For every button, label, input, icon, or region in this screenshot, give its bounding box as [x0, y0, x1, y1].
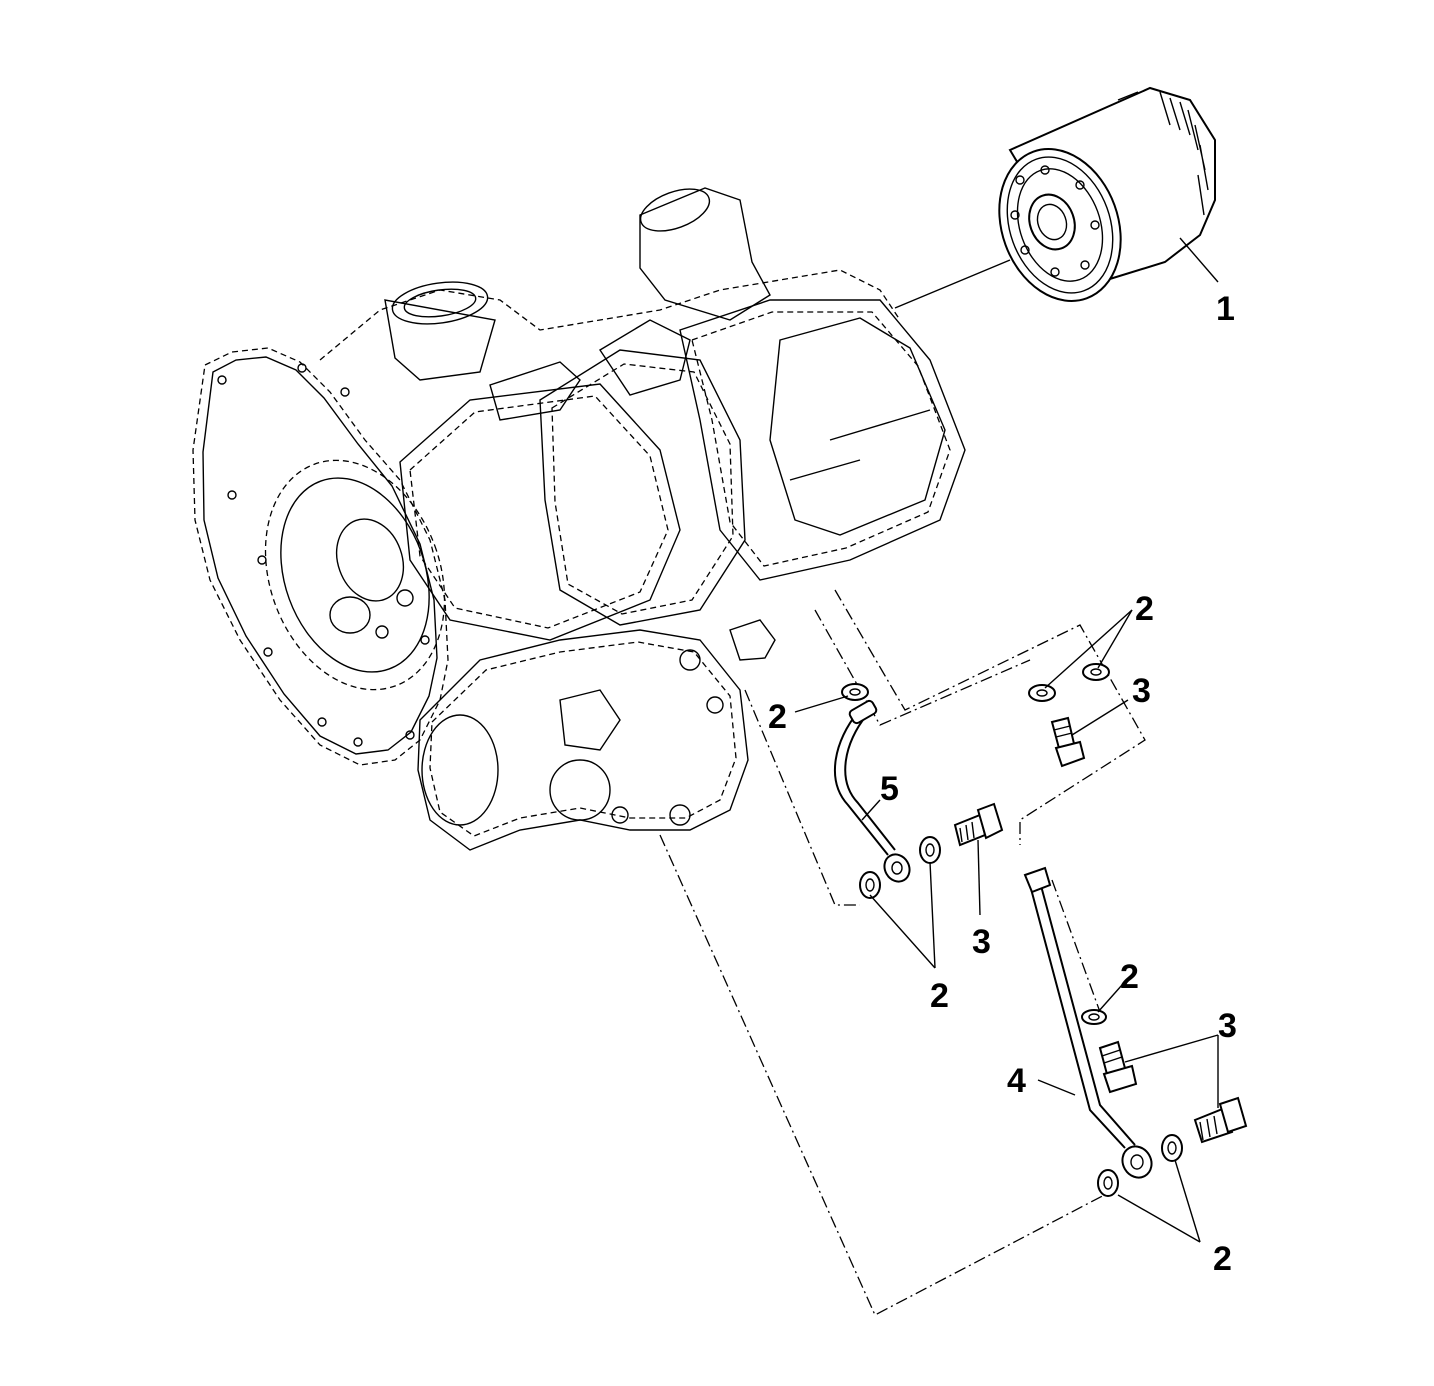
- callout-2-upper-left: 2: [768, 698, 787, 736]
- callout-2-upper-right: 2: [1135, 590, 1154, 628]
- callout-3-lower: 3: [1218, 1007, 1237, 1045]
- banjo-bolts: [953, 716, 1248, 1144]
- banjo-bolt-1: [1050, 716, 1086, 768]
- callout-2-bottom: 2: [1213, 1240, 1232, 1278]
- engine-crankcase: [192, 187, 1011, 851]
- callout-3-middle: 3: [972, 923, 991, 961]
- oil-filter: [998, 86, 1219, 302]
- callout-3-upper: 3: [1132, 672, 1151, 710]
- callout-5: 5: [880, 770, 899, 808]
- washer-6: [1081, 1009, 1107, 1025]
- washer-1: [841, 683, 869, 701]
- washer-7: [1161, 1134, 1183, 1162]
- callout-4: 4: [1007, 1062, 1026, 1100]
- oil-line-lower: [1023, 866, 1153, 1179]
- callout-1: 1: [1216, 290, 1235, 328]
- banjo-bolt-2: [953, 802, 1004, 847]
- callout-labels: 1 2 2 2 2 2 3 3 3 4 5: [768, 290, 1237, 1278]
- callout-2-middle: 2: [930, 977, 949, 1015]
- leader-lines: [794, 609, 1219, 1243]
- washer-8: [1097, 1169, 1119, 1197]
- assembly-centerlines: [659, 589, 1146, 1316]
- sealing-washers: [841, 663, 1183, 1197]
- oil-line-upper: [834, 699, 911, 883]
- washer-5: [919, 836, 941, 864]
- callout-2-lower-right: 2: [1120, 958, 1139, 996]
- banjo-bolt-3: [1098, 1040, 1138, 1094]
- washer-4: [859, 871, 881, 899]
- banjo-bolt-4: [1193, 1096, 1248, 1144]
- washer-3: [1082, 663, 1110, 681]
- washer-2: [1028, 684, 1056, 702]
